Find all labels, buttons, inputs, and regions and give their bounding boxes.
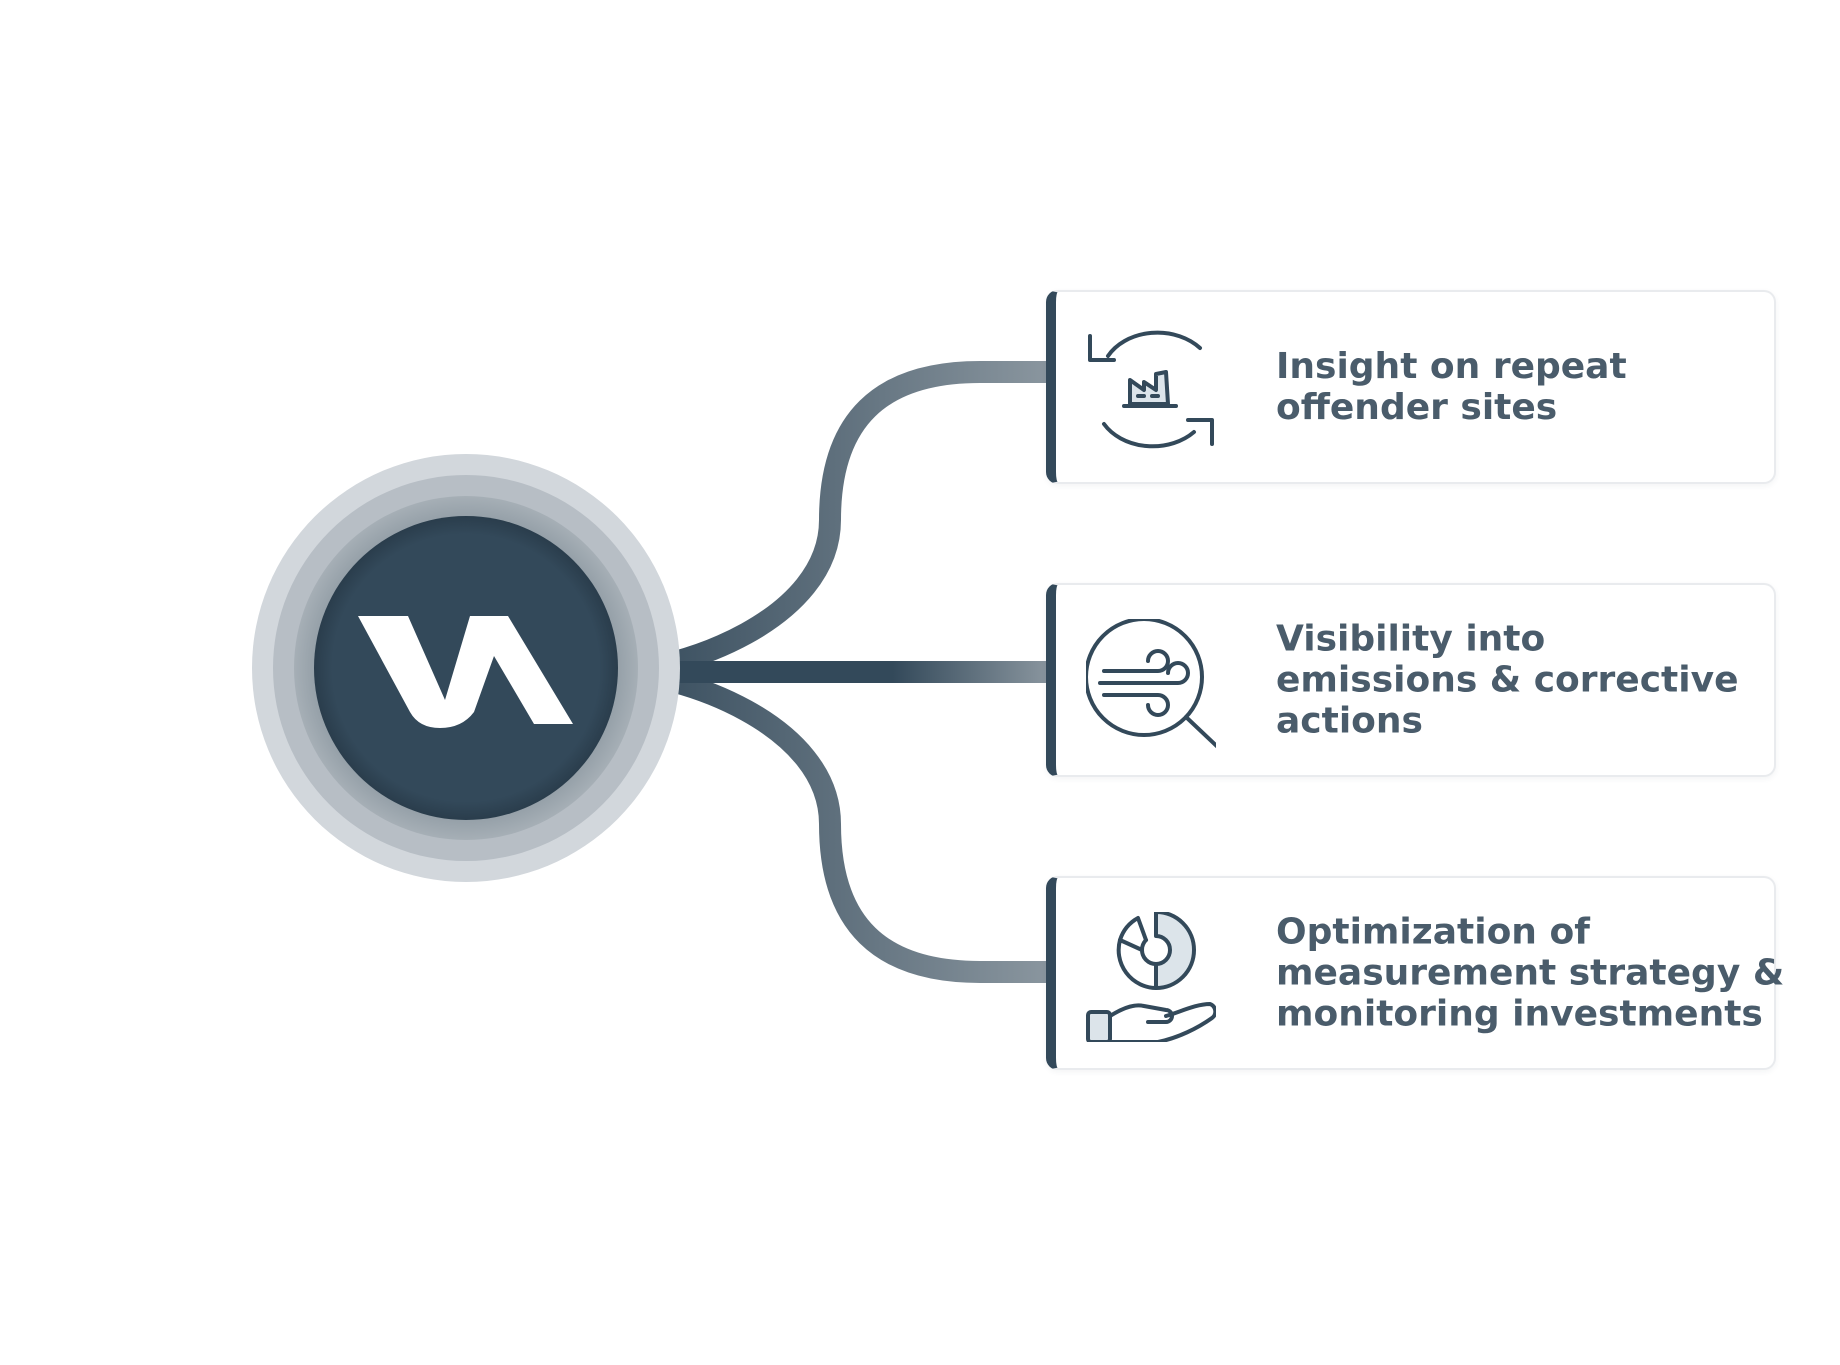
wind-magnifier-icon bbox=[1086, 619, 1216, 749]
connector-top bbox=[609, 361, 1050, 683]
benefit-label: Insight on repeat offender sites bbox=[1276, 346, 1754, 428]
benefit-label-line: Visibility into bbox=[1276, 618, 1546, 660]
benefit-label-line: actions bbox=[1276, 700, 1423, 742]
benefit-label-line: Optimization of bbox=[1276, 911, 1590, 953]
connectors bbox=[609, 361, 1050, 983]
benefit-card-repeat-offender: Insight on repeat offender sites bbox=[1046, 290, 1776, 484]
factory-cycle-icon bbox=[1088, 330, 1214, 449]
benefit-label-line: monitoring investments bbox=[1276, 993, 1763, 1035]
benefit-label: Visibility into emissions & corrective a… bbox=[1276, 619, 1754, 742]
hub bbox=[252, 454, 680, 882]
benefit-label-line: emissions & corrective bbox=[1276, 659, 1739, 701]
benefit-label-line: measurement strategy & bbox=[1276, 952, 1785, 994]
stylized-v-logo-icon bbox=[358, 616, 573, 728]
benefit-card-visibility: Visibility into emissions & corrective a… bbox=[1046, 583, 1776, 777]
benefit-label: Optimization of measurement strategy & m… bbox=[1276, 911, 1785, 1035]
connector-bottom bbox=[609, 661, 1050, 983]
benefit-label-line: Insight on repeat bbox=[1276, 346, 1627, 387]
hand-pie-chart-icon bbox=[1086, 912, 1216, 1042]
benefit-label-line: offender sites bbox=[1276, 387, 1558, 428]
benefit-card-optimization: Optimization of measurement strategy & m… bbox=[1046, 876, 1785, 1070]
